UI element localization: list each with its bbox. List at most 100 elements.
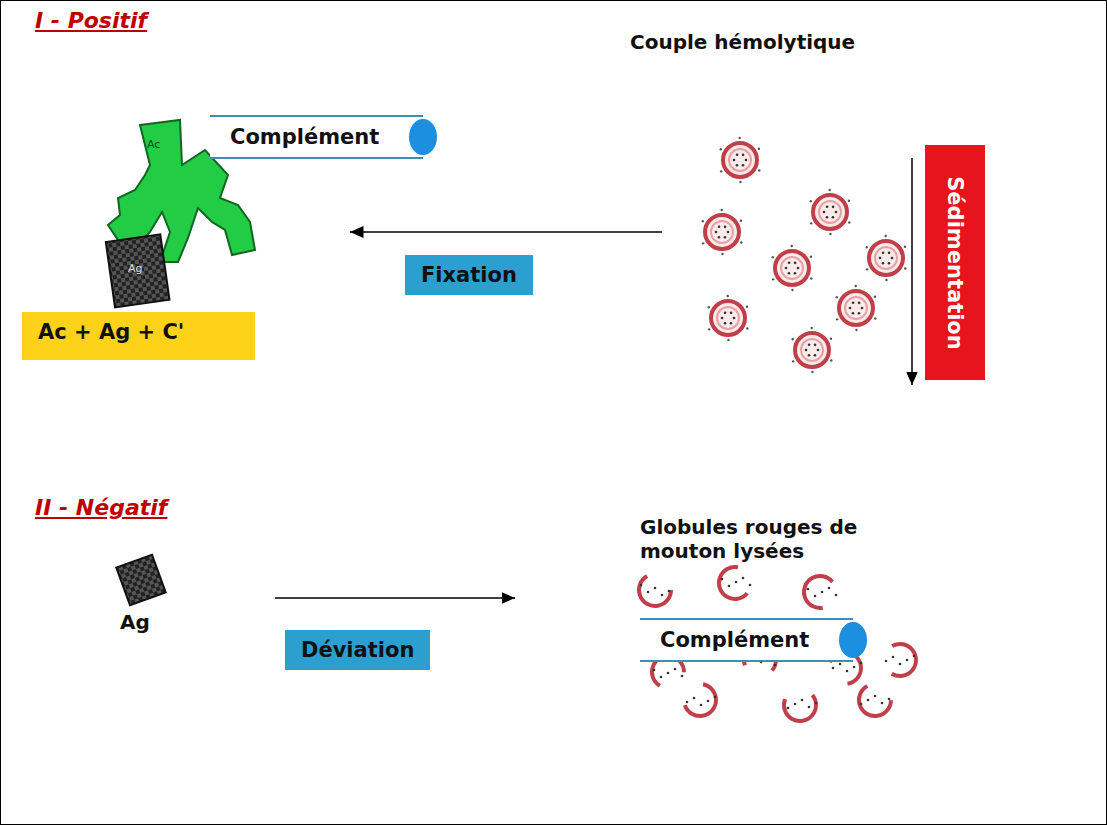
cell-dot [817, 349, 820, 352]
part-label: Ac [147, 138, 160, 151]
cell-dot [848, 200, 850, 202]
cell-dot [693, 697, 696, 700]
red-cell [875, 247, 897, 269]
step-band: Sédimentation [925, 145, 985, 380]
cell-dot [720, 170, 722, 172]
cell-dot [686, 701, 689, 704]
cell-dot [852, 312, 855, 315]
cell-dot [724, 226, 727, 229]
cell-dot [724, 311, 727, 314]
cell-dot [702, 242, 704, 244]
cell-dot [742, 154, 745, 157]
cell-dot [835, 211, 838, 214]
cell-dot [681, 675, 684, 678]
lysed-cell [639, 576, 671, 606]
lysed-cell [685, 684, 716, 716]
cell-dot [739, 181, 741, 183]
cell-dot [826, 216, 829, 219]
cell-dot [839, 663, 842, 666]
cell-dot [727, 231, 730, 234]
cell-dot [874, 317, 876, 319]
cell-dot [740, 241, 742, 243]
fixation-arrow [350, 231, 662, 233]
cell-dot [668, 590, 671, 593]
cell-dot [739, 137, 741, 139]
red-cell [729, 149, 751, 171]
cell-dot [730, 322, 733, 325]
node-text: Fixation [421, 263, 517, 287]
cell-dot [735, 581, 738, 584]
red-cell [723, 143, 757, 177]
cell-dot [888, 252, 891, 255]
cell-dot [832, 216, 835, 219]
lysed-cell [804, 576, 832, 608]
red-cell [775, 251, 809, 285]
cell-dot [885, 235, 887, 237]
cell-dot [808, 343, 811, 346]
lysed-cell [859, 686, 891, 716]
cell-dot [832, 667, 835, 670]
cell-dot [718, 225, 721, 228]
cell-dot [805, 349, 808, 352]
cell-dot [772, 278, 774, 280]
cell-dot [814, 354, 817, 357]
cell-dot [740, 220, 742, 222]
cell-dot [661, 594, 664, 597]
cell-dot [660, 676, 663, 679]
cell-dot [792, 360, 794, 362]
red-cell [819, 201, 841, 223]
cell-dot [835, 594, 838, 597]
cell-dot [653, 669, 656, 672]
cell-dot [836, 318, 838, 320]
cell-dot [749, 584, 752, 587]
cell-dot [861, 307, 864, 310]
cell-dot [736, 164, 739, 167]
cell-dot [736, 153, 739, 156]
lysed-cell [892, 644, 916, 676]
cell-dot [849, 307, 852, 310]
cell-dot [885, 279, 887, 281]
cell-dot [654, 587, 657, 590]
cell-dot [791, 289, 793, 291]
cell-dot [855, 285, 857, 287]
cell-dot [906, 659, 909, 662]
cell-dot [852, 301, 855, 304]
cell-dot [801, 699, 804, 702]
antigen [116, 555, 165, 606]
cell-dot [891, 257, 894, 260]
cell-dot [702, 220, 704, 222]
cell-dot [758, 148, 760, 150]
step-box: Fixation [405, 255, 533, 295]
cell-dot [832, 206, 835, 209]
cell-dot [858, 302, 861, 305]
complement-dot [409, 119, 437, 155]
cell-dot [874, 695, 877, 698]
complement-bar: Complément [210, 115, 423, 159]
cell-dot [826, 205, 829, 208]
part-label: Ag [128, 262, 143, 275]
cell-dot [708, 306, 710, 308]
cell-dot [858, 312, 861, 315]
red-cell [813, 195, 847, 229]
cell-dot [700, 704, 703, 707]
complex-box: Ac + Ag + C' [22, 312, 255, 360]
cell-dot [788, 272, 791, 275]
cell-dot [787, 707, 790, 710]
cell-dot [882, 251, 885, 254]
cell-dot [830, 359, 832, 361]
node-text: Complément [660, 628, 809, 652]
cell-dot [860, 662, 863, 665]
cell-dot [640, 584, 643, 587]
cell-dot [904, 246, 906, 248]
cell-dot [807, 588, 810, 591]
sedimentation-arrow [911, 158, 913, 385]
cell-dot [721, 578, 724, 581]
cell-dot [721, 209, 723, 211]
cell-dot [836, 296, 838, 298]
cell-dot [866, 246, 868, 248]
red-cell [795, 333, 829, 367]
cell-dot [730, 312, 733, 315]
group-label: Globules rouges de mouton lysées [640, 515, 900, 563]
cell-dot [733, 317, 736, 320]
